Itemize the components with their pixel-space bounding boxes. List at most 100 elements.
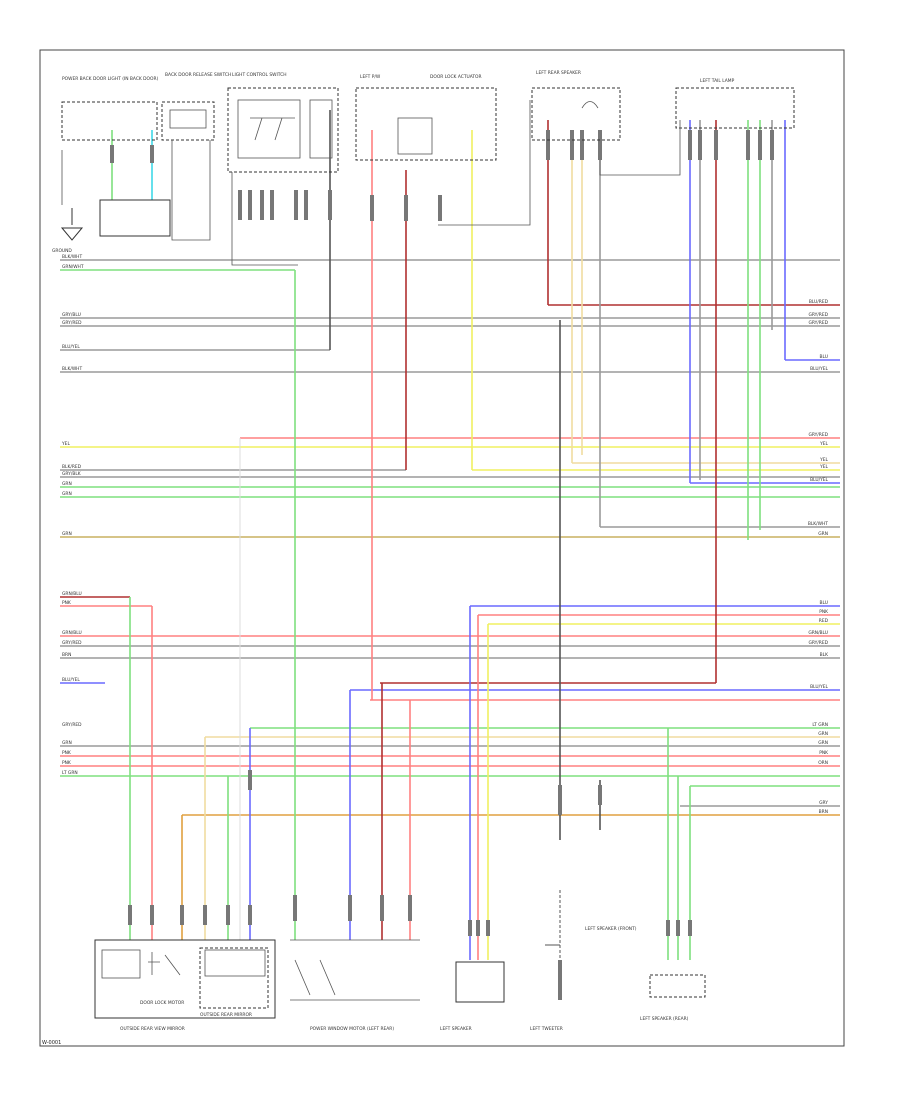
component-box-bottom-1c — [204, 949, 266, 977]
left-label: GRY/BLK — [62, 471, 81, 477]
connector-28 — [248, 905, 252, 925]
label-top-7: LEFT TAIL LAMP — [700, 78, 735, 84]
left-label: PNK — [62, 760, 71, 766]
component-box-4-inner — [397, 117, 433, 155]
switch-symbol-2 — [290, 939, 420, 1001]
left-label: GRY/RED — [62, 722, 82, 728]
connector-26 — [203, 905, 207, 925]
left-label: GRN — [62, 481, 72, 487]
left-label: PNK — [62, 750, 71, 756]
component-box-bottom-3 — [455, 961, 505, 1003]
connector-21 — [758, 130, 762, 160]
right-label: YEL — [819, 457, 828, 463]
connector-32 — [408, 895, 412, 921]
component-box-5 — [531, 87, 621, 141]
right-label: YEL — [819, 464, 828, 470]
right-label: GRY — [819, 800, 828, 806]
left-label: GRY/RED — [62, 640, 82, 646]
connector-2 — [150, 145, 154, 163]
right-label: BLK — [820, 652, 828, 658]
left-label: GRN — [62, 740, 72, 746]
component-box-4 — [355, 87, 497, 161]
right-label: GRY/RED — [808, 320, 828, 326]
component-box-3b — [309, 99, 333, 159]
left-label: GRY/RED — [62, 320, 82, 326]
label-top-2: BACK DOOR RELEASE SWITCH — [165, 72, 231, 78]
connector-4 — [248, 190, 252, 220]
component-box-bottom-6 — [649, 974, 706, 998]
right-label: BRN — [819, 809, 828, 815]
right-label: GRN — [818, 740, 828, 746]
left-label: BLU/YEL — [62, 677, 80, 683]
right-wire-labels: BLU/RED GRY/RED GRY/RED BLU BLU/YEL GRY/… — [808, 299, 829, 815]
connector-27 — [226, 905, 230, 925]
right-label: PNK — [819, 609, 828, 615]
left-label: BRN — [62, 652, 71, 658]
component-box-7 — [99, 199, 171, 237]
ground-triangle — [60, 227, 84, 241]
right-label: BLU/YEL — [810, 684, 828, 690]
connector-11 — [404, 195, 408, 221]
connector-lead-1 — [171, 140, 211, 241]
connector-6 — [270, 190, 274, 220]
right-label: GRY/RED — [808, 432, 828, 438]
connector-7 — [294, 190, 298, 220]
label-bottom-4: LEFT SPEAKER (FRONT) — [585, 926, 637, 932]
connector-39 — [676, 920, 680, 936]
switch-symbol-1 — [250, 117, 295, 141]
right-label: BLU/RED — [809, 299, 829, 305]
connector-42 — [558, 960, 562, 1000]
right-label: GRN/BLU — [808, 630, 828, 636]
component-box-6 — [675, 87, 795, 129]
left-label: GRN — [62, 491, 72, 497]
label-bottom-1: OUTSIDE REAR VIEW MIRROR — [120, 1026, 185, 1032]
left-label: GRN/BLU — [62, 630, 82, 636]
right-label: RED — [819, 618, 829, 624]
diagram-frame — [39, 49, 845, 1047]
connector-24 — [150, 905, 154, 925]
connector-10 — [370, 195, 374, 221]
left-wire-labels: BLK/WHT GRN/WHT GRY/BLU GRY/RED BLU/YEL … — [61, 254, 84, 776]
right-label: ORN — [818, 760, 828, 766]
right-label: BLU/YEL — [810, 366, 828, 372]
connector-8 — [304, 190, 308, 220]
left-label: BLK/WHT — [62, 366, 82, 372]
left-label: LT GRN — [62, 770, 78, 776]
label-ground: GROUND — [52, 248, 72, 254]
motor-symbol — [148, 952, 181, 976]
label-bottom-3: LEFT SPEAKER — [440, 1026, 472, 1032]
component-box-bottom-1b — [199, 947, 269, 1009]
label-top-4: LEFT P/W — [360, 74, 381, 80]
right-label: BLU — [820, 600, 828, 606]
right-label: GRY/RED — [808, 312, 828, 318]
connector-41 — [248, 770, 252, 790]
component-labels: POWER BACK DOOR LIGHT (IN BACK DOOR) BAC… — [52, 70, 735, 1032]
left-label: BLK/RED — [62, 464, 82, 470]
component-box-bottom-1 — [94, 939, 276, 1019]
connector-37 — [598, 785, 602, 805]
left-label: GRY/BLU — [62, 312, 81, 318]
label-top-1: POWER BACK DOOR LIGHT (IN BACK DOOR) — [62, 76, 159, 82]
right-label: BLU — [820, 354, 828, 360]
left-label: GRN/WHT — [62, 264, 84, 270]
component-box-3-inner — [237, 99, 301, 159]
right-label: GRN — [818, 531, 828, 537]
label-bottom-1b: DOOR LOCK MOTOR — [140, 1000, 184, 1006]
component-box-3 — [227, 87, 339, 173]
connector-34 — [476, 920, 480, 936]
left-label: YEL — [61, 441, 70, 447]
connector-5 — [260, 190, 264, 220]
connector-33 — [468, 920, 472, 936]
connector-19 — [714, 130, 718, 160]
horizontal-wires — [60, 259, 840, 816]
right-label: PNK — [819, 750, 828, 756]
right-label: LT GRN — [812, 722, 828, 728]
bottom-components — [94, 890, 706, 1019]
connector-36 — [558, 785, 562, 815]
connector-12 — [438, 195, 442, 221]
component-box-2-inner — [169, 109, 207, 129]
connector-9 — [328, 190, 332, 220]
left-label: GRN — [62, 531, 72, 537]
left-label: BLK/WHT — [62, 254, 82, 260]
